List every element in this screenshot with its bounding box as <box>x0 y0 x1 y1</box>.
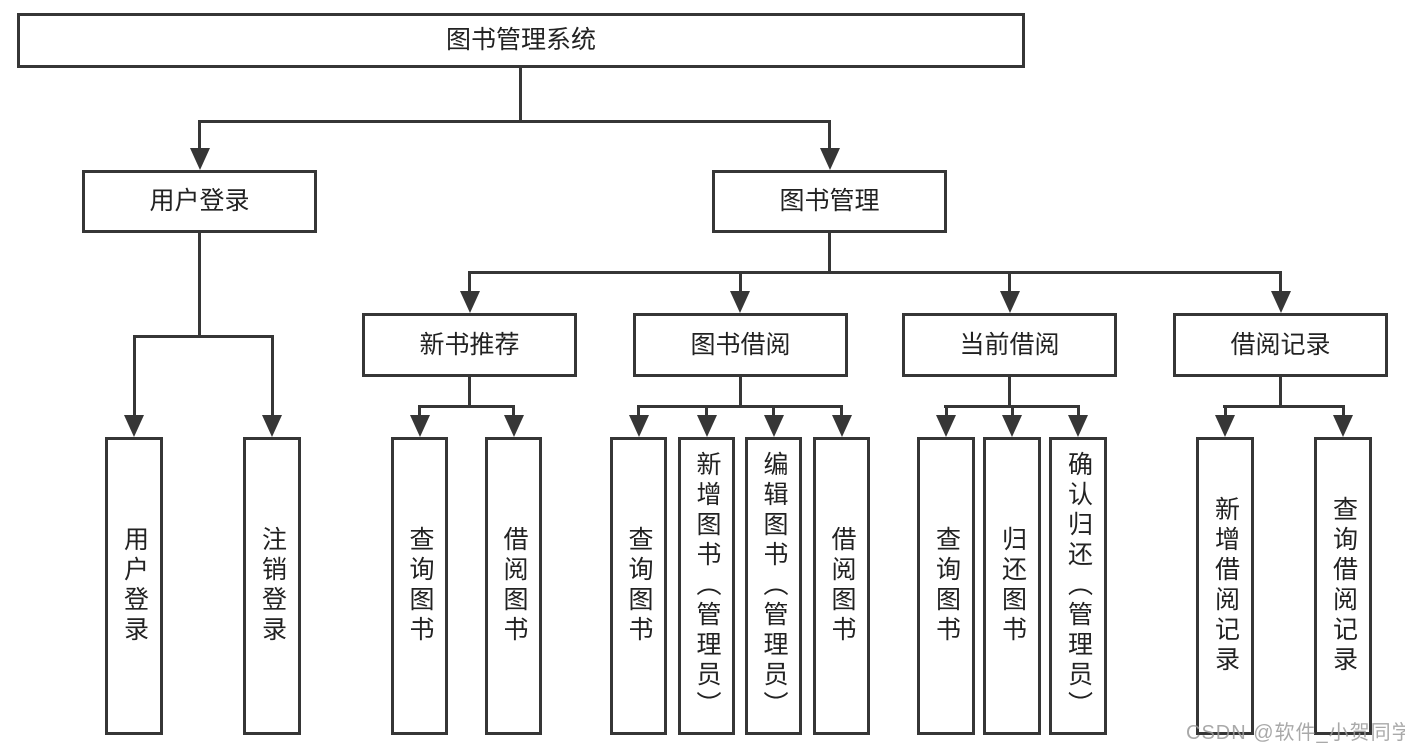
node-label: 编辑图书（管理员） <box>760 451 788 721</box>
arrow-down-icon <box>697 415 717 437</box>
leaf-confirm-return-admin: 确认归还（管理员） <box>1049 437 1107 735</box>
leaf-user-login: 用户登录 <box>105 437 163 735</box>
node-new-book-recommend: 新书推荐 <box>362 313 577 377</box>
leaf-edit-book-admin: 编辑图书（管理员） <box>745 437 802 735</box>
arrow-down-icon <box>629 415 649 437</box>
leaf-borrow-books-recommend: 借阅图书 <box>485 437 542 735</box>
csdn-watermark: CSDN @软件_小贺同学 <box>1186 722 1405 744</box>
connector-drop-leaf <box>1342 405 1345 415</box>
arrow-down-icon <box>1002 415 1022 437</box>
connector-drop-leaf <box>945 405 948 415</box>
connector-records-split <box>1223 405 1345 408</box>
node-label: 查询图书 <box>406 526 434 646</box>
connector-book-mgmt-split <box>468 271 1282 274</box>
node-label: 图书管理系统 <box>445 26 596 54</box>
connector-recommend-split <box>418 405 515 408</box>
node-book-borrow: 图书借阅 <box>633 313 848 377</box>
connector-drop-l3 <box>1008 271 1011 291</box>
node-label: 借阅图书 <box>500 526 528 646</box>
connector-drop-leaf <box>1011 405 1014 415</box>
connector-user-login-split <box>133 335 273 338</box>
node-label: 归还图书 <box>998 526 1027 646</box>
leaf-return-book: 归还图书 <box>983 437 1041 735</box>
connector-drop-l3 <box>1279 271 1282 291</box>
connector-root-stem <box>519 68 522 120</box>
arrow-down-icon <box>124 415 144 437</box>
leaf-query-books-recommend: 查询图书 <box>391 437 448 735</box>
arrow-down-icon <box>1215 415 1235 437</box>
node-label: 用户登录 <box>120 526 149 646</box>
connector-borrow-split <box>637 405 843 408</box>
leaf-add-book-admin: 新增图书（管理员） <box>678 437 735 735</box>
arrow-down-icon <box>936 415 956 437</box>
node-label: 新增图书（管理员） <box>693 451 721 721</box>
leaf-borrow-books: 借阅图书 <box>813 437 870 735</box>
connector-records-stem <box>1279 377 1282 405</box>
arrow-down-icon <box>764 415 784 437</box>
node-label: 查询图书 <box>625 526 653 646</box>
connector-drop-leaf <box>1224 405 1227 415</box>
node-label: 当前借阅 <box>959 330 1060 359</box>
arrow-down-icon <box>504 415 524 437</box>
node-label: 用户登录 <box>149 187 250 215</box>
arrow-down-icon <box>190 148 210 170</box>
connector-drop-leaf <box>418 405 421 415</box>
connector-drop-l3 <box>468 271 471 291</box>
node-label: 确认归还（管理员） <box>1064 451 1093 721</box>
connector-recommend-stem <box>468 377 471 405</box>
arrow-down-icon <box>832 415 852 437</box>
connector-drop-leaf <box>840 405 843 415</box>
node-user-login: 用户登录 <box>82 170 317 233</box>
connector-book-mgmt-stem <box>828 233 831 271</box>
connector-drop-leaf <box>133 335 136 415</box>
connector-drop-leaf <box>1077 405 1080 415</box>
node-label: 注销登录 <box>258 526 287 646</box>
arrow-down-icon <box>262 415 282 437</box>
node-label: 查询图书 <box>932 526 961 646</box>
node-label: 新增借阅记录 <box>1211 496 1240 676</box>
node-label: 图书管理 <box>779 187 880 215</box>
connector-borrow-stem <box>739 377 742 405</box>
connector-drop-user-login <box>198 120 201 148</box>
node-library-system: 图书管理系统 <box>17 13 1025 68</box>
connector-drop-leaf <box>637 405 640 415</box>
connector-drop-book-mgmt <box>828 120 831 148</box>
node-current-borrow: 当前借阅 <box>902 313 1117 377</box>
arrow-down-icon <box>1068 415 1088 437</box>
node-borrow-records: 借阅记录 <box>1173 313 1388 377</box>
leaf-add-borrow-record: 新增借阅记录 <box>1196 437 1254 735</box>
node-book-management: 图书管理 <box>712 170 947 233</box>
connector-drop-leaf <box>705 405 708 415</box>
connector-drop-l3 <box>739 271 742 291</box>
connector-drop-leaf <box>512 405 515 415</box>
leaf-query-books-borrow: 查询图书 <box>610 437 667 735</box>
connector-root-split <box>198 120 831 123</box>
arrow-down-icon <box>730 291 750 313</box>
arrow-down-icon <box>1271 291 1291 313</box>
connector-drop-leaf <box>772 405 775 415</box>
node-label: 查询借阅记录 <box>1329 496 1358 676</box>
leaf-query-borrow-record: 查询借阅记录 <box>1314 437 1372 735</box>
connector-current-stem <box>1008 377 1011 405</box>
connector-drop-leaf <box>271 335 274 415</box>
arrow-down-icon <box>460 291 480 313</box>
arrow-down-icon <box>1333 415 1353 437</box>
arrow-down-icon <box>1000 291 1020 313</box>
node-label: 借阅记录 <box>1230 330 1331 359</box>
connector-user-login-stem <box>198 233 201 335</box>
node-label: 借阅图书 <box>828 526 856 646</box>
node-label: 新书推荐 <box>419 330 520 359</box>
leaf-logout: 注销登录 <box>243 437 301 735</box>
leaf-query-books-current: 查询图书 <box>917 437 975 735</box>
arrow-down-icon <box>410 415 430 437</box>
arrow-down-icon <box>820 148 840 170</box>
node-label: 图书借阅 <box>690 330 791 359</box>
